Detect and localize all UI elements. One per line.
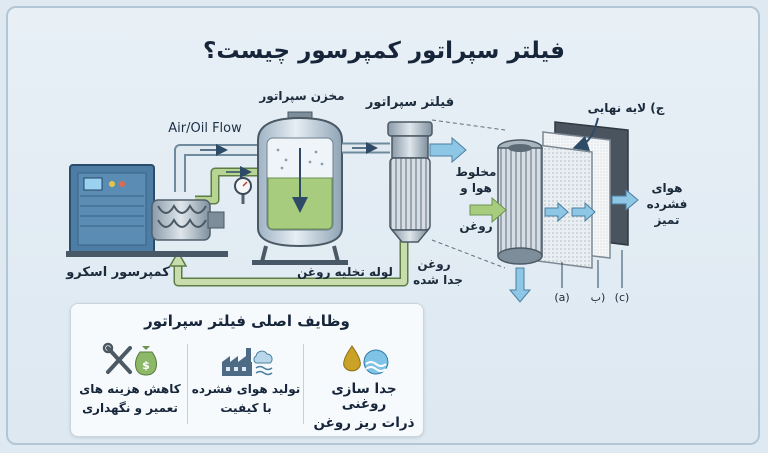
function-oil-separation-line2: ذرات ریز روغن: [313, 415, 415, 431]
mixture-label-2: هوا و: [459, 181, 492, 196]
separated-oil-label-1: روغن: [417, 257, 450, 272]
separator-filter-housing: [387, 121, 467, 243]
function-item-oil-separation: جدا سازی روغنی ذرات ریز روغن: [309, 342, 419, 431]
screw-compressor-label: کمپرسور اسکرو: [65, 265, 170, 280]
svg-text:$: $: [142, 359, 150, 372]
oil-drain-pipe-label: لوله تخلیه روغن: [297, 265, 393, 280]
clean-air-label-1: هوای: [652, 181, 683, 196]
mixture-label-3: روغن: [459, 219, 492, 234]
function-cost-reduction-line2: تعمیر و نگهداری: [82, 401, 178, 415]
layer-c-label: (c): [615, 291, 630, 304]
separator-tank: [252, 111, 348, 265]
air-oil-pipe: [174, 144, 262, 205]
filter-cartridge-detail: [469, 117, 639, 303]
tools-money-icon: $: [102, 342, 157, 376]
oil-water-drops-icon: [343, 345, 389, 375]
oil-return-pipe: [168, 240, 409, 287]
factory-cloud-icon: [222, 348, 273, 376]
functions-card: وظایف اصلی فیلتر سپراتور جدا سازی روغنی …: [70, 303, 424, 437]
function-quality-air-line1: تولید هوای فشرده: [191, 382, 301, 396]
screw-compressor: [66, 164, 228, 257]
functions-title: وظایف اصلی فیلتر سپراتور: [144, 312, 350, 330]
zoom-lines: [431, 119, 506, 269]
divider: [187, 344, 188, 424]
function-quality-air-line2: با کیفیت: [220, 401, 272, 415]
function-cost-reduction-line1: کاهش هزینه های: [79, 382, 181, 396]
air-oil-flow-label: Air/Oil Flow: [168, 121, 242, 136]
separator-filter-label: فیلتر سپراتور: [365, 95, 454, 110]
page-title: فیلتر سپراتور کمپرسور چیست؟: [203, 38, 565, 64]
function-item-quality-air: تولید هوای فشرده با کیفیت: [191, 342, 301, 430]
function-item-cost-reduction: $ کاهش هزینه های تعمیر و نگهداری: [75, 342, 185, 430]
divider: [303, 344, 304, 424]
clean-air-label-3: تمیز: [654, 213, 680, 227]
layer-a-label: (a): [554, 291, 569, 304]
function-oil-separation-line1: جدا سازی روغنی: [331, 381, 397, 412]
mixture-label-1: مخلوط: [456, 165, 497, 180]
clean-air-label-2: فشرده: [647, 197, 688, 211]
separated-oil-label-2: جدا شده: [413, 273, 463, 287]
layer-b-label: ب): [591, 291, 606, 304]
pressure-gauge-icon: [234, 177, 252, 204]
final-layer-label: ج) لایه نهایی: [588, 101, 665, 115]
separator-tank-label: مخزن سپراتور: [258, 89, 344, 104]
